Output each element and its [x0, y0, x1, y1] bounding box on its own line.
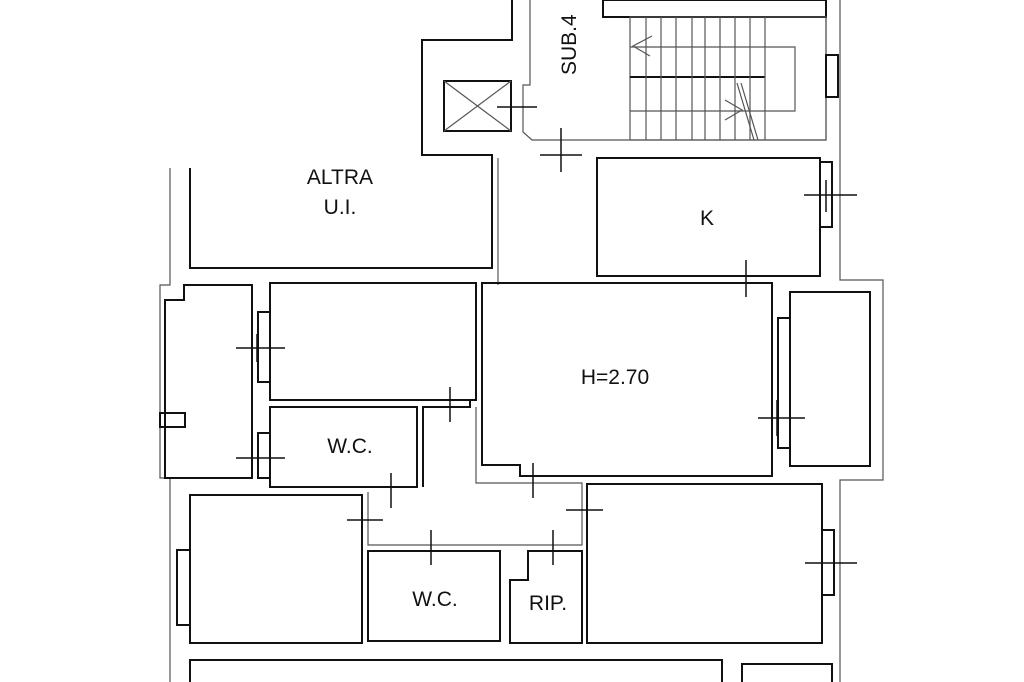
label-altra: ALTRA [306, 166, 374, 189]
label-sub: SUB.4 [558, 14, 581, 75]
label-storage: RIP. [528, 592, 568, 615]
bedroom-upper [269, 282, 477, 401]
left-balcony [164, 284, 253, 479]
label-kitchen: K [699, 207, 714, 230]
living-room [481, 282, 773, 477]
balcony-right [789, 291, 871, 467]
label-wc-upper: W.C. [327, 435, 373, 458]
bedroom-lower [189, 494, 363, 644]
label-ui: U.I. [323, 196, 357, 219]
door-markers [236, 128, 857, 565]
elevator-shaft [443, 80, 537, 132]
bedroom-right [586, 483, 823, 644]
label-height: H=2.70 [580, 366, 650, 389]
storage-room [509, 550, 583, 644]
wc-lower-room [367, 550, 501, 642]
staircase [629, 16, 827, 141]
label-wc-lower: W.C. [412, 588, 458, 611]
outer-walls [159, 0, 884, 682]
